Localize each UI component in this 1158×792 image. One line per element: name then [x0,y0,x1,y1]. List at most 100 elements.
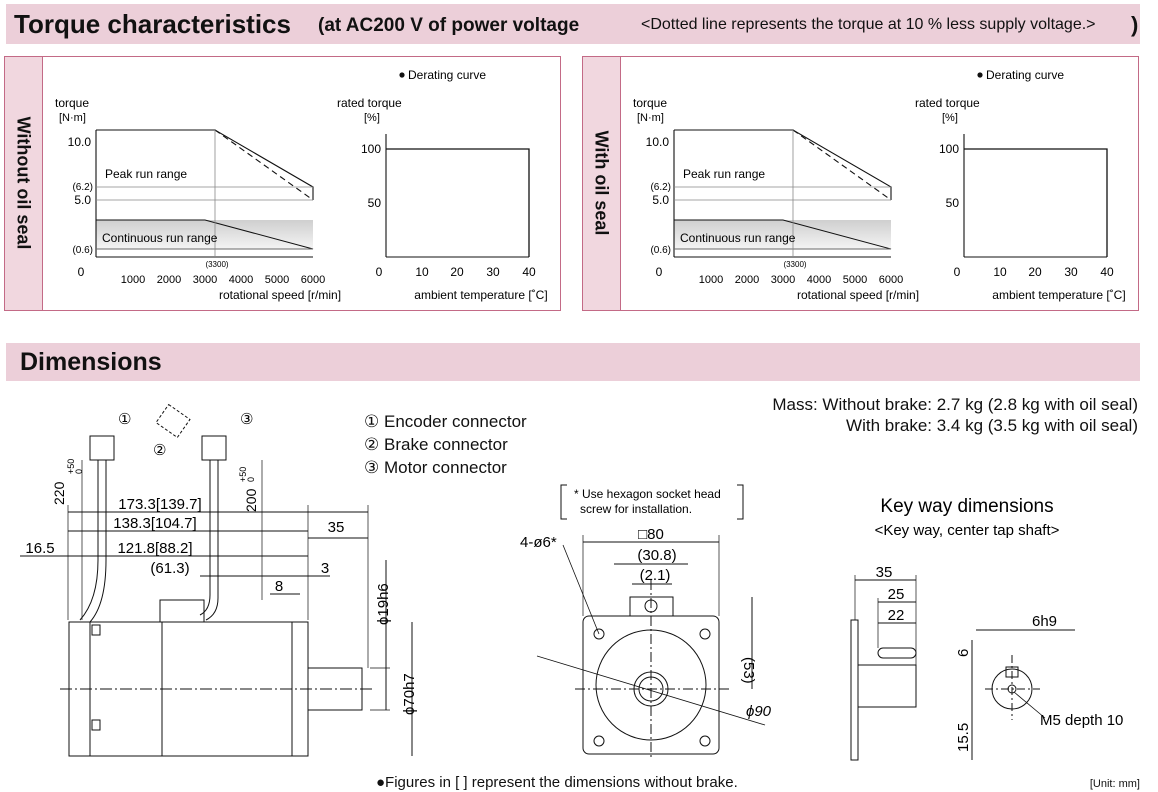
x-tick-4000: 4000 [807,274,831,286]
dim-220-text: 220 [51,481,67,505]
mass-info: Mass: Without brake: 2.7 kg (2.8 kg with… [772,394,1138,436]
x-tick-5000: 5000 [843,274,867,286]
derating-xlabel: ambient temperature [˚C] [414,288,547,302]
keyway-title: Key way dimensions [880,496,1053,517]
dim-121-text: 121.8[88.2] [117,540,192,557]
dim-220-tol-zero: 0 [74,469,84,474]
panel-side: With oil seal [583,57,621,310]
motor-rear-cap [68,621,91,757]
holes-leader [562,544,600,635]
derating-zero: 0 [376,265,383,279]
torque-xlabel: rotational speed [r/min] [219,288,341,302]
dim-35-text: 35 [328,519,345,536]
callout-2: ② [153,442,166,459]
torque-tick-6-2: (6.2) [72,182,93,193]
encoder-connector-body [89,435,115,461]
torque-tick-5: 5.0 [74,193,91,207]
callout-3: ③ [240,411,253,428]
m5-text: M5 depth 10 [1040,712,1123,729]
footer-note: ●Figures in [ ] represent the dimensions… [376,774,738,791]
torque-tick-0-6: (0.6) [72,245,93,256]
derating-tick-30: 30 [1064,265,1078,279]
derating-legend: Derating curve [408,68,486,82]
motor-cable [199,460,211,616]
dim-3-text: 3 [321,560,329,577]
derating-tick-50: 50 [946,196,960,210]
front-flange [582,615,720,755]
phi70-text: ϕ70h7 [401,673,418,715]
derating-legend: Derating curve [986,68,1064,82]
x-tick-2000: 2000 [735,274,759,286]
x-tick-1000: 1000 [699,274,723,286]
derating-yunit: [%] [942,112,958,124]
motor-flange [291,621,309,757]
torque-title: Torque characteristics [14,9,291,39]
mount-hole-br [699,735,711,747]
derating-yunit: [%] [364,112,380,124]
derating-tick-20: 20 [1028,265,1042,279]
torque-section-header: Torque characteristics (at AC200 V of po… [6,4,1140,44]
dim-6-text: 6 [955,649,972,657]
derating-line [964,148,1108,257]
dotted-torque-line [792,129,892,201]
dimensions-title: Dimensions [20,348,162,376]
legend-item-brake: ② Brake connector [364,435,508,454]
dim-173-text: 173.3[139.7] [118,496,201,513]
install-note-line2: screw for installation. [580,502,692,516]
dim-16-5-text: 16.5 [25,540,54,557]
derating-tick-100: 100 [361,142,381,156]
phi19-text: ϕ19h6 [375,583,392,625]
torque-yunit: [N·m] [59,112,86,124]
dimensions-section-header: Dimensions [6,343,1140,381]
dim-15-5-text: 15.5 [955,723,972,752]
x-tick-3300: (3300) [783,260,806,269]
x-tick-4000: 4000 [229,274,253,286]
derating-tick-40: 40 [522,265,536,279]
x-tick-1000: 1000 [121,274,145,286]
dim-8-text: 8 [275,578,283,595]
x-tick-6000: 6000 [301,274,325,286]
keyway-flange [850,619,859,761]
torque-zero: 0 [78,265,85,279]
motor-connector-box [159,599,205,623]
continuous-run-label: Continuous run range [680,231,796,245]
torque-tick-5: 5.0 [652,193,669,207]
legend-item-motor: ③ Motor connector [364,458,507,477]
torque-xlabel: rotational speed [r/min] [797,288,919,302]
derating-ylabel: rated torque [337,96,402,110]
charts-svg: torque [N·m] 10.0 (6.2) 5.0 (0.6) 0 1000… [633,68,1126,302]
brake-connector-outline [155,403,191,439]
panel-with-oil-seal: With oil seal torque [N·m] 10.0 (6.2) 5.… [582,56,1139,311]
dim-138-text: 138.3[104.7] [113,515,196,532]
derating-zero: 0 [954,265,961,279]
encoder-cable-edge [89,460,107,623]
x-tick-2000: 2000 [157,274,181,286]
phi90-text: ϕ90 [746,703,772,720]
dim-2-1-text: (2.1) [640,567,671,584]
front-shaft-inner [638,676,664,702]
mount-hole-tl [593,628,605,640]
panel-without-oil-seal: Without oil seal torque [N·m] 10.0 (6.2)… [4,56,561,311]
dim-k25-text: 25 [888,586,905,603]
unit-label: [Unit: mm] [1089,778,1140,790]
torque-ylabel: torque [55,96,89,110]
continuous-run-label: Continuous run range [102,231,218,245]
derating-tick-10: 10 [415,265,429,279]
torque-tick-10: 10.0 [646,135,670,149]
derating-tick-30: 30 [486,265,500,279]
legend-bullet [399,72,405,78]
connector-legend: ① Encoder connector ② Brake connector ③ … [364,410,527,479]
side-view [20,403,413,757]
motor-encoder-section [89,621,163,757]
derating-tick-10: 10 [993,265,1007,279]
mass-with-brake: With brake: 3.4 kg (3.5 kg with oil seal… [846,416,1138,435]
dotted-torque-line [214,129,314,201]
keyway-subtitle: <Key way, center tap shaft> [875,522,1060,539]
torque-tick-0-6: (0.6) [650,245,671,256]
dim-k22-text: 22 [888,607,905,624]
encoder-cable [79,460,99,621]
derating-tick-50: 50 [368,196,382,210]
torque-subtitle: (at AC200 V of power voltage [318,15,580,36]
clip-top [91,624,101,636]
x-tick-6000: 6000 [879,274,903,286]
